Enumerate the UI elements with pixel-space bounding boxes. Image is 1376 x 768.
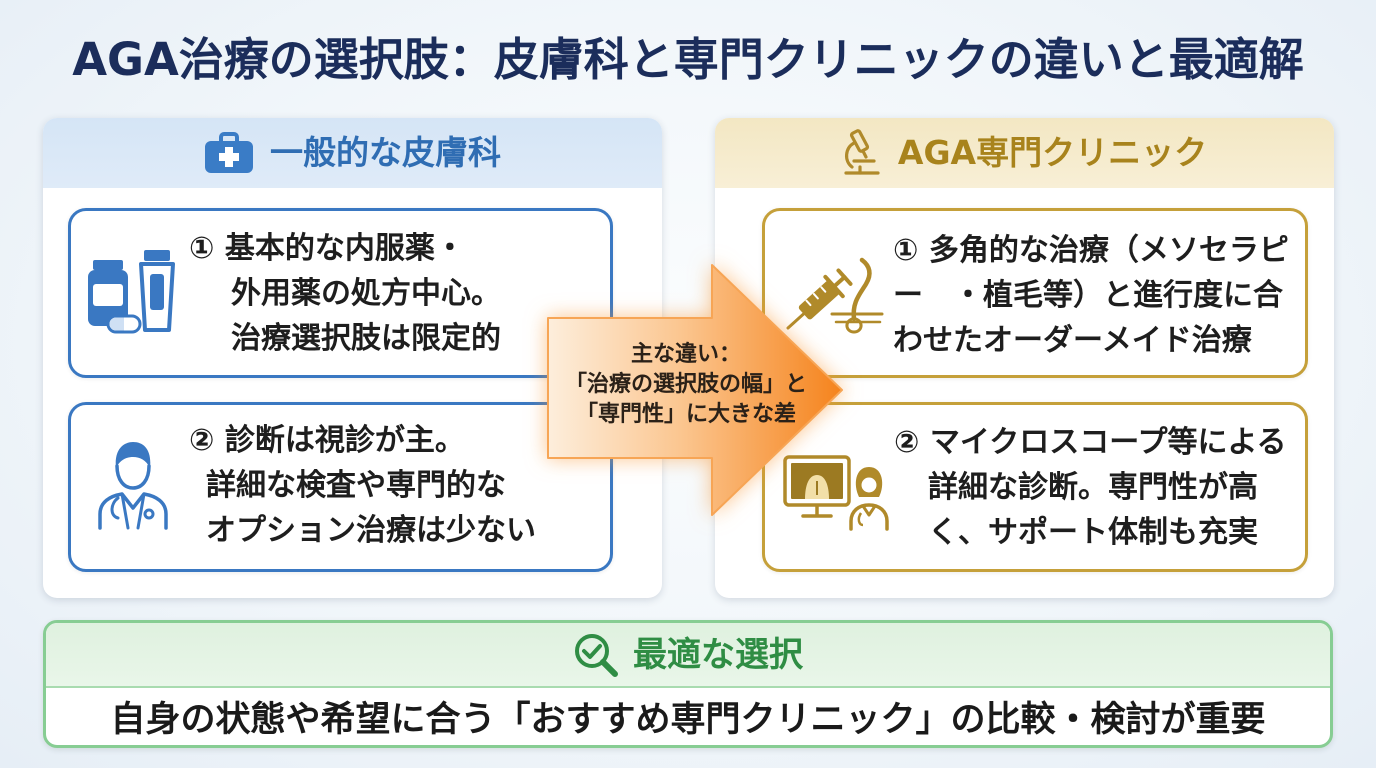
page-title: AGA治療の選択肢：皮膚科と専門クリニックの違いと最適解 bbox=[72, 33, 1304, 86]
arrow-shape bbox=[547, 264, 843, 516]
card-text-line: ① 基本的な内服薬・ bbox=[189, 231, 465, 266]
card-text: ① 多角的な治療（メソセラピ ー ・植毛等）と進行度に合 わせたオーダーメイド治… bbox=[893, 228, 1289, 363]
best-choice-text: 自身の状態や希望に合う「おすすめ専門クリニック」の比較・検討が重要 bbox=[46, 686, 1330, 745]
card-text-line: ② 診断は視診が主。 bbox=[189, 423, 465, 458]
card-text-line: く、サポート体制も充実 bbox=[928, 515, 1258, 550]
card-text-line: わせたオーダーメイド治療 bbox=[893, 323, 1252, 358]
card-text-line: 詳細な診断。専門性が高 bbox=[928, 470, 1258, 505]
syringe-hair-follicle-icon bbox=[786, 257, 884, 334]
medical-kit-icon bbox=[205, 132, 253, 173]
best-choice-panel: 最適な選択 自身の状態や希望に合う「おすすめ専門クリニック」の比較・検討が重要 bbox=[43, 620, 1333, 748]
dermatology-panel-header: 一般的な皮膚科 bbox=[43, 118, 662, 188]
card-text-line: 外用薬の処方中心。 bbox=[231, 276, 501, 311]
arrow-caption-line: 「治療の選択肢の幅」と bbox=[564, 372, 807, 397]
card-text-line: オプション治療は少ない bbox=[206, 513, 536, 548]
card-text-line: ① 多角的な治療（メソセラピ bbox=[893, 233, 1289, 268]
dermatology-panel-title: 一般的な皮膚科 bbox=[270, 133, 501, 172]
dermatology-card-1: ① 基本的な内服薬・ 外用薬の処方中心。 治療選択肢は限定的 bbox=[68, 208, 613, 378]
magnifier-check-icon bbox=[575, 633, 618, 677]
medicine-bottle-icon bbox=[88, 250, 175, 334]
card-text: ② 診断は視診が主。 詳細な検査や専門的な オプション治療は少ない bbox=[189, 418, 536, 553]
microscope-icon bbox=[844, 129, 880, 175]
card-text-line: 詳細な検査や専門的な bbox=[206, 468, 506, 503]
card-text: ② マイクロスコープ等による 詳細な診断。専門性が高 く、サポート体制も充実 bbox=[894, 420, 1287, 555]
arrow-caption-line: 「専門性」に大きな差 bbox=[575, 402, 796, 427]
arrow-caption: 主な違い： 「治療の選択肢の幅」と 「専門性」に大きな差 bbox=[548, 340, 824, 430]
card-text-line: ー ・植毛等）と進行度に合 bbox=[893, 278, 1283, 313]
aga-clinic-card-2: ② マイクロスコープ等による 詳細な診断。専門性が高 く、サポート体制も充実 bbox=[762, 402, 1308, 572]
dermatology-card-2: ② 診断は視診が主。 詳細な検査や専門的な オプション治療は少ない bbox=[68, 402, 613, 572]
aga-clinic-card-1: ① 多角的な治療（メソセラピ ー ・植毛等）と進行度に合 わせたオーダーメイド治… bbox=[762, 208, 1308, 378]
monitor-doctor-icon bbox=[783, 455, 889, 531]
best-choice-header: 最適な選択 bbox=[46, 623, 1330, 686]
card-text: ① 基本的な内服薬・ 外用薬の処方中心。 治療選択肢は限定的 bbox=[189, 226, 501, 361]
aga-clinic-panel: AGA専門クリニック bbox=[715, 118, 1334, 598]
best-choice-title: 最適な選択 bbox=[633, 634, 803, 675]
dermatology-panel: 一般的な皮膚科 ① 基本的な内服薬・ 外用薬の処方中心。 治療選択肢は限定的 bbox=[43, 118, 662, 598]
difference-arrow bbox=[547, 264, 843, 516]
aga-clinic-panel-title: AGA専門クリニック bbox=[897, 133, 1208, 172]
arrow-caption-line: 主な違い： bbox=[630, 342, 741, 367]
card-text-line: ② マイクロスコープ等による bbox=[894, 425, 1287, 460]
card-text-line: 治療選択肢は限定的 bbox=[231, 321, 501, 356]
doctor-icon bbox=[98, 442, 168, 530]
aga-clinic-panel-header: AGA専門クリニック bbox=[715, 118, 1334, 188]
